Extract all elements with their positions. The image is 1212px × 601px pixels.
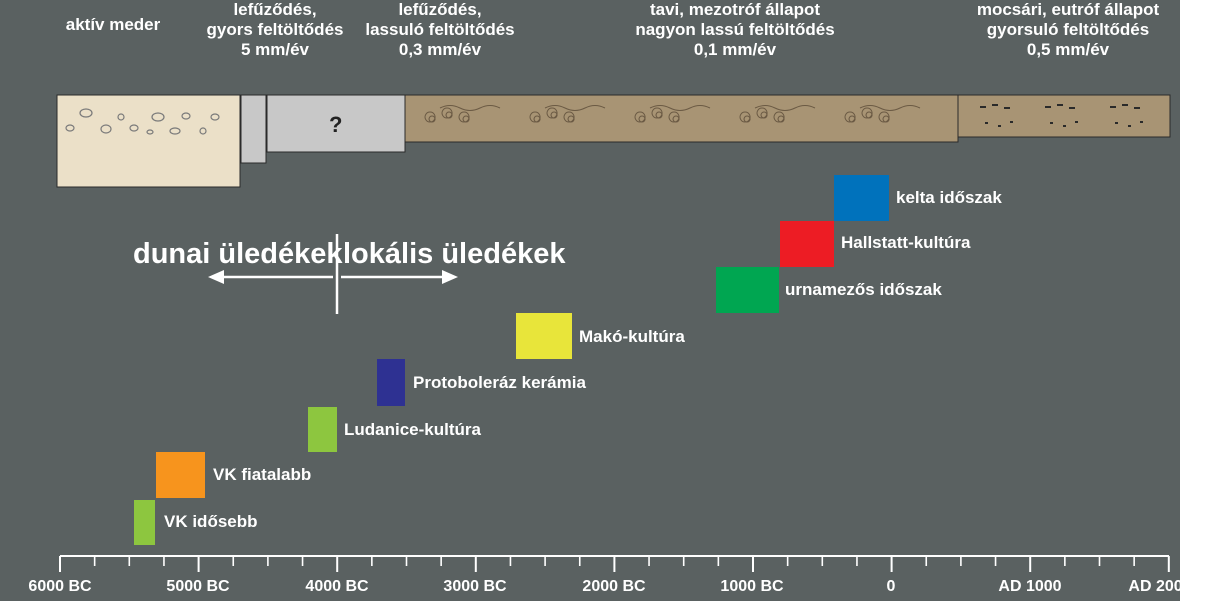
snail-shell-icon	[424, 111, 436, 123]
peat-mark	[980, 106, 986, 108]
snail-shell-icon	[546, 107, 558, 119]
peat-mark	[1110, 106, 1116, 108]
sediment-label-local: lokális üledékek	[343, 238, 566, 270]
sediment-label-danube: dunai üledékek	[133, 238, 343, 270]
phase-line: lefűződés,	[233, 0, 317, 19]
period-block-ludanice	[308, 407, 337, 452]
period-label-celtic: kelta időszak	[896, 188, 1002, 207]
period-block-vk-younger	[156, 452, 205, 498]
snail-shell-icon	[563, 111, 575, 123]
period-label-urnfield: urnamezős időszak	[785, 280, 942, 299]
period-label-hallstatt: Hallstatt-kultúra	[841, 233, 971, 252]
water-wave-line	[544, 105, 606, 111]
diagram-background: aktív meder lefűződés, gyors feltöltődés…	[0, 0, 1180, 601]
phase-line: nagyon lassú feltöltődés	[635, 20, 835, 39]
left-arrow-head	[208, 270, 224, 284]
period-block-protoboleraz	[377, 359, 405, 406]
axis-label: 6000 BC	[28, 578, 92, 595]
peat-mark	[998, 125, 1001, 127]
period-label-ludanice: Ludanice-kultúra	[344, 420, 481, 439]
water-wave-line	[649, 105, 711, 111]
snail-shell-icon	[739, 111, 751, 123]
peat-mark	[1122, 104, 1128, 106]
slow-infill-block	[266, 94, 406, 153]
snail-shell-icon	[861, 107, 873, 119]
peat-mark	[985, 122, 988, 124]
lake-shell-pattern	[424, 105, 921, 123]
phase-line: mocsári, eutróf állapot	[976, 0, 1160, 19]
water-wave-line	[754, 105, 816, 111]
phase-line: gyorsuló feltöltődés	[986, 20, 1150, 39]
period-block-mako	[516, 313, 572, 359]
peat-mark	[1063, 125, 1066, 127]
axis-label: AD 2000	[1128, 578, 1192, 595]
phase-line: aktív meder	[65, 15, 161, 34]
water-wave-line	[439, 105, 501, 111]
swamp-block	[957, 94, 1171, 138]
period-label-protoboleraz: Protoboleráz kerámia	[413, 373, 586, 392]
peat-mark	[1115, 122, 1118, 124]
gravel-pattern	[65, 108, 220, 135]
phase-heading-slowing-infill: lefűződés, lassuló feltöltődés 0,3 mm/év	[365, 0, 514, 60]
swamp-pattern	[980, 104, 1143, 127]
axis-label: 1000 BC	[720, 578, 784, 595]
peat-mark	[1140, 121, 1143, 123]
peat-mark	[1057, 104, 1063, 106]
peat-mark	[992, 104, 998, 106]
period-label-vk-younger: VK fiatalabb	[213, 465, 312, 484]
phase-line: 0,3 mm/év	[398, 40, 482, 59]
peat-mark	[1004, 107, 1010, 109]
axis-label: 5000 BC	[166, 578, 230, 595]
active-bed-block	[56, 94, 241, 188]
water-wave-line	[859, 105, 921, 111]
axis-label: 2000 BC	[582, 578, 646, 595]
axis-label: AD 1000	[998, 578, 1062, 595]
period-label-mako: Makó-kultúra	[579, 327, 685, 346]
snail-shell-icon	[878, 111, 890, 123]
period-label-vk-older: VK idősebb	[164, 512, 258, 531]
right-arrow-head	[442, 270, 458, 284]
stratigraphy-svg	[56, 94, 1171, 572]
peat-mark	[1045, 106, 1051, 108]
peat-mark	[1134, 107, 1140, 109]
snail-shell-icon	[668, 111, 680, 123]
period-block-hallstatt	[780, 221, 834, 267]
phase-line: lassuló feltöltődés	[365, 20, 515, 39]
peat-mark	[1069, 107, 1075, 109]
peat-mark	[1010, 121, 1013, 123]
phase-heading-lake: tavi, mezotróf állapot nagyon lassú felt…	[635, 0, 834, 60]
period-block-urnfield	[716, 267, 779, 313]
peat-mark	[1050, 122, 1053, 124]
unknown-mark: ?	[329, 112, 343, 137]
phase-heading-swamp: mocsári, eutróf állapot gyorsuló feltölt…	[977, 0, 1159, 60]
phase-line: 0,5 mm/év	[1026, 40, 1110, 59]
snail-shell-icon	[844, 111, 856, 123]
snail-shell-icon	[756, 107, 768, 119]
snail-shell-icon	[529, 111, 541, 123]
snail-shell-icon	[773, 111, 785, 123]
phase-line: 5 mm/év	[240, 40, 310, 59]
period-block-vk-older	[134, 500, 155, 545]
snail-shell-icon	[458, 111, 470, 123]
lake-block	[404, 94, 959, 143]
peat-mark	[1075, 121, 1078, 123]
axis-ticks	[59, 556, 1170, 572]
phase-heading-active-bed: aktív meder	[66, 15, 161, 35]
axis-label: 4000 BC	[305, 578, 369, 595]
phase-line: tavi, mezotróf állapot	[649, 0, 821, 19]
fast-infill-block	[240, 94, 267, 164]
axis-label: 3000 BC	[443, 578, 507, 595]
period-block-celtic	[834, 175, 889, 221]
snail-shell-icon	[441, 107, 453, 119]
phase-heading-fast-infill: lefűződés, gyors feltöltődés 5 mm/év	[207, 0, 344, 60]
axis-label: 0	[886, 578, 896, 595]
phase-line: 0,1 mm/év	[693, 40, 777, 59]
peat-mark	[1128, 125, 1131, 127]
phase-line: lefűződés,	[398, 0, 482, 19]
snail-shell-icon	[651, 107, 663, 119]
phase-line: gyors feltöltődés	[206, 20, 344, 39]
snail-shell-icon	[634, 111, 646, 123]
